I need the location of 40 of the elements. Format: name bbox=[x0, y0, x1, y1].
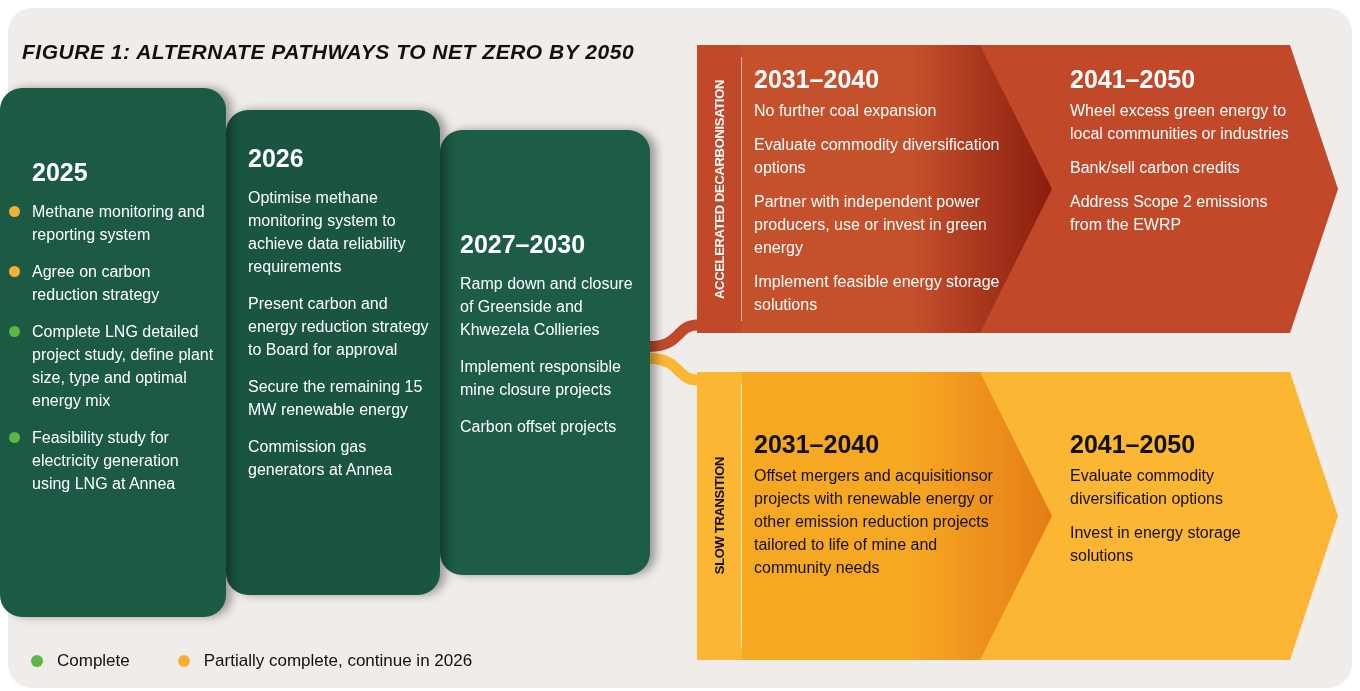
timeline-section bbox=[742, 45, 1052, 333]
action-item: Complete LNG detailed project study, define plant size, type and optimal energy mix bbox=[32, 323, 214, 409]
year-heading: 2026 bbox=[248, 143, 304, 174]
action-item: Secure the remaining 15 MW renewable energy bbox=[248, 378, 423, 418]
timeline-card bbox=[440, 130, 650, 575]
action-item: Ramp down and closure of Greenside and Khwezela Collieries bbox=[460, 275, 633, 338]
year-heading: 2031–2040 bbox=[754, 64, 880, 95]
action-item: Present carbon and energy reduction strategy to Board for approval bbox=[248, 295, 429, 358]
action-item: Invest in energy storage solutions bbox=[1070, 523, 1242, 566]
action-item: Optimise methane monitoring system to achieve data reliability requirements bbox=[248, 189, 406, 275]
year-heading: 2031–2040 bbox=[754, 429, 880, 460]
year-heading: 2041–2050 bbox=[1070, 429, 1196, 460]
action-item: Evaluate commodity diversification options bbox=[1070, 466, 1224, 509]
action-item: Implement responsible mine closure projects bbox=[460, 358, 621, 398]
timeline-section bbox=[742, 372, 1052, 660]
action-item: Agree on carbon reduction strategy bbox=[32, 263, 160, 303]
action-item: Wheel excess green energy to local communities or industries bbox=[1070, 101, 1290, 144]
action-item: Evaluate commodity diversification options bbox=[754, 135, 1001, 178]
legend-label: Complete bbox=[57, 650, 130, 672]
action-item: No further coal expansion bbox=[754, 101, 938, 121]
action-item: Address Scope 2 emissions from the EWRP bbox=[1070, 192, 1269, 235]
action-item: Implement feasible energy storage solutions bbox=[754, 272, 1001, 315]
timeline-card bbox=[226, 110, 440, 595]
legend-label: Partially complete, continue in 2026 bbox=[203, 650, 473, 672]
pathway-band bbox=[697, 45, 1338, 333]
year-heading: 2025 bbox=[32, 157, 88, 188]
action-item: Methane monitoring and reporting system bbox=[32, 203, 205, 243]
year-heading: 2041–2050 bbox=[1070, 64, 1196, 95]
action-item: Feasibility study for electricity generation using LNG at Annea bbox=[32, 429, 179, 492]
action-item: Partner with independent power producers, use or invest in green energy bbox=[754, 192, 988, 258]
figure-title: FIGURE 1: ALTERNATE PATHWAYS TO NET ZERO BY 2050 bbox=[22, 39, 635, 65]
action-item: Bank/sell carbon credits bbox=[1070, 158, 1241, 178]
pathway-label: ACCELERATED DECARBONISATION bbox=[710, 79, 728, 299]
pathway-band bbox=[697, 372, 1338, 660]
pathway-label: SLOW TRANSITION bbox=[710, 457, 728, 575]
year-heading: 2027–2030 bbox=[460, 229, 586, 260]
timeline-card bbox=[0, 88, 226, 617]
action-item: Carbon offset projects bbox=[460, 418, 617, 435]
action-item: Offset mergers and acquisitionsor projects with renewable energy or other emission reduction projects tailored to life of mine and community needs bbox=[754, 466, 995, 578]
action-item: Commission gas generators at Annea bbox=[248, 438, 393, 478]
